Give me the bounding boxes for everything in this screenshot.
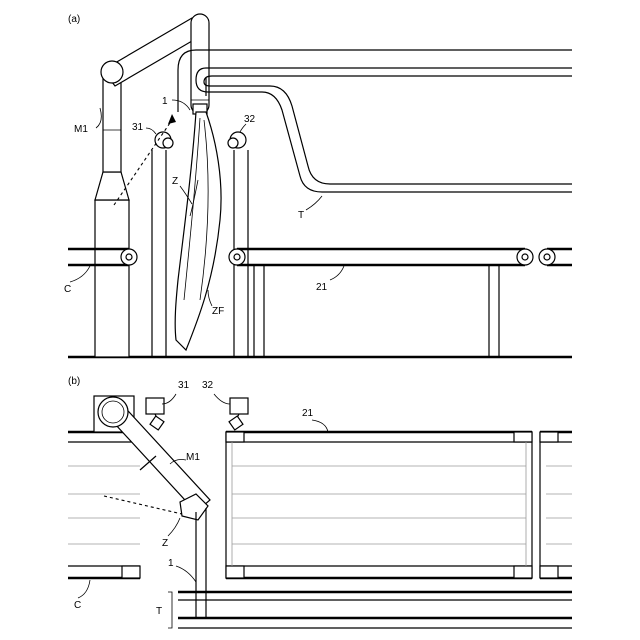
label-b-m1: M1 bbox=[186, 452, 200, 463]
label-a-t: T bbox=[298, 210, 304, 221]
leader-b-1 bbox=[176, 566, 196, 582]
sensor-31-top-head bbox=[150, 416, 164, 430]
label-a-c: C bbox=[64, 284, 71, 295]
sensor-31 bbox=[152, 132, 173, 357]
panel-b-title: (b) bbox=[68, 376, 80, 387]
leader-b-c bbox=[78, 580, 90, 598]
conveyor-c-b bbox=[68, 432, 140, 578]
leader-a-t bbox=[306, 196, 322, 210]
conveyor-21-b-roller-bl bbox=[226, 566, 244, 578]
label-b-c: C bbox=[74, 600, 81, 611]
label-b-32: 32 bbox=[202, 380, 214, 391]
conveyor-21-b-roller-tr bbox=[514, 432, 532, 442]
panel-a-title: (a) bbox=[68, 14, 80, 25]
leader-a-32 bbox=[240, 124, 246, 132]
sensor-31-lens bbox=[163, 138, 173, 148]
sensor-32-top-head bbox=[229, 416, 243, 430]
next-conveyor-b-roller-bottom bbox=[540, 566, 558, 578]
panel-a: (a) bbox=[64, 14, 572, 357]
next-conveyor-b-roller-top bbox=[540, 432, 558, 442]
label-b-t: T bbox=[156, 606, 162, 617]
label-a-m1: M1 bbox=[74, 124, 88, 135]
conveyor-21-hub-left bbox=[234, 254, 240, 260]
leader-a-m1 bbox=[96, 108, 101, 128]
conveyor-c-roller-hub bbox=[126, 254, 132, 260]
label-a-z: Z bbox=[172, 176, 178, 187]
leader-a-31 bbox=[146, 128, 156, 134]
sensor-sight-line-b bbox=[104, 496, 182, 514]
conveyor-21-hub-right bbox=[522, 254, 528, 260]
robot-taper bbox=[95, 172, 129, 200]
bracket-b-t bbox=[168, 592, 172, 628]
leader-b-21 bbox=[312, 420, 328, 432]
robot-base bbox=[95, 200, 129, 357]
next-conveyor-hub bbox=[544, 254, 550, 260]
sight-arrow-head bbox=[168, 114, 176, 124]
conveyor-21-b-roller-br bbox=[514, 566, 532, 578]
label-a-zf: ZF bbox=[212, 306, 224, 317]
sensor-32-lens bbox=[228, 138, 238, 148]
leader-a-1 bbox=[172, 100, 190, 110]
rail-t bbox=[178, 50, 572, 192]
robot-column bbox=[103, 78, 121, 172]
label-b-31: 31 bbox=[178, 380, 190, 391]
sensor-31-top bbox=[146, 398, 164, 430]
robot-shoulder-top bbox=[98, 397, 128, 427]
sensor-32-top bbox=[229, 398, 248, 430]
conveyor-21-b-roller-tl bbox=[226, 432, 244, 442]
label-b-z: Z bbox=[162, 538, 168, 549]
sensor-32-top-body bbox=[230, 398, 248, 414]
conveyor-21-a bbox=[229, 249, 572, 357]
robot-shoulder-joint bbox=[101, 61, 123, 83]
label-b-21: 21 bbox=[302, 408, 314, 419]
sensor-31-top-body bbox=[146, 398, 164, 414]
label-a-1: 1 bbox=[162, 96, 168, 107]
panel-b: (b) bbox=[68, 376, 572, 628]
leader-b-z bbox=[168, 518, 180, 536]
leader-a-zf bbox=[208, 290, 212, 306]
sensor-32 bbox=[228, 132, 248, 357]
label-a-21: 21 bbox=[316, 282, 328, 293]
conveyor-21-b-frame bbox=[226, 432, 532, 578]
label-b-1: 1 bbox=[168, 558, 174, 569]
leader-a-21 bbox=[330, 266, 344, 280]
leader-a-c bbox=[70, 266, 90, 282]
label-a-32: 32 bbox=[244, 114, 256, 125]
rail-outer bbox=[178, 50, 572, 112]
conveyor-21-b bbox=[226, 432, 572, 578]
conveyor-c-b-roller bbox=[122, 566, 140, 578]
robot-forearm bbox=[191, 14, 209, 114]
leader-b-32 bbox=[214, 394, 230, 404]
label-a-31: 31 bbox=[132, 122, 144, 133]
